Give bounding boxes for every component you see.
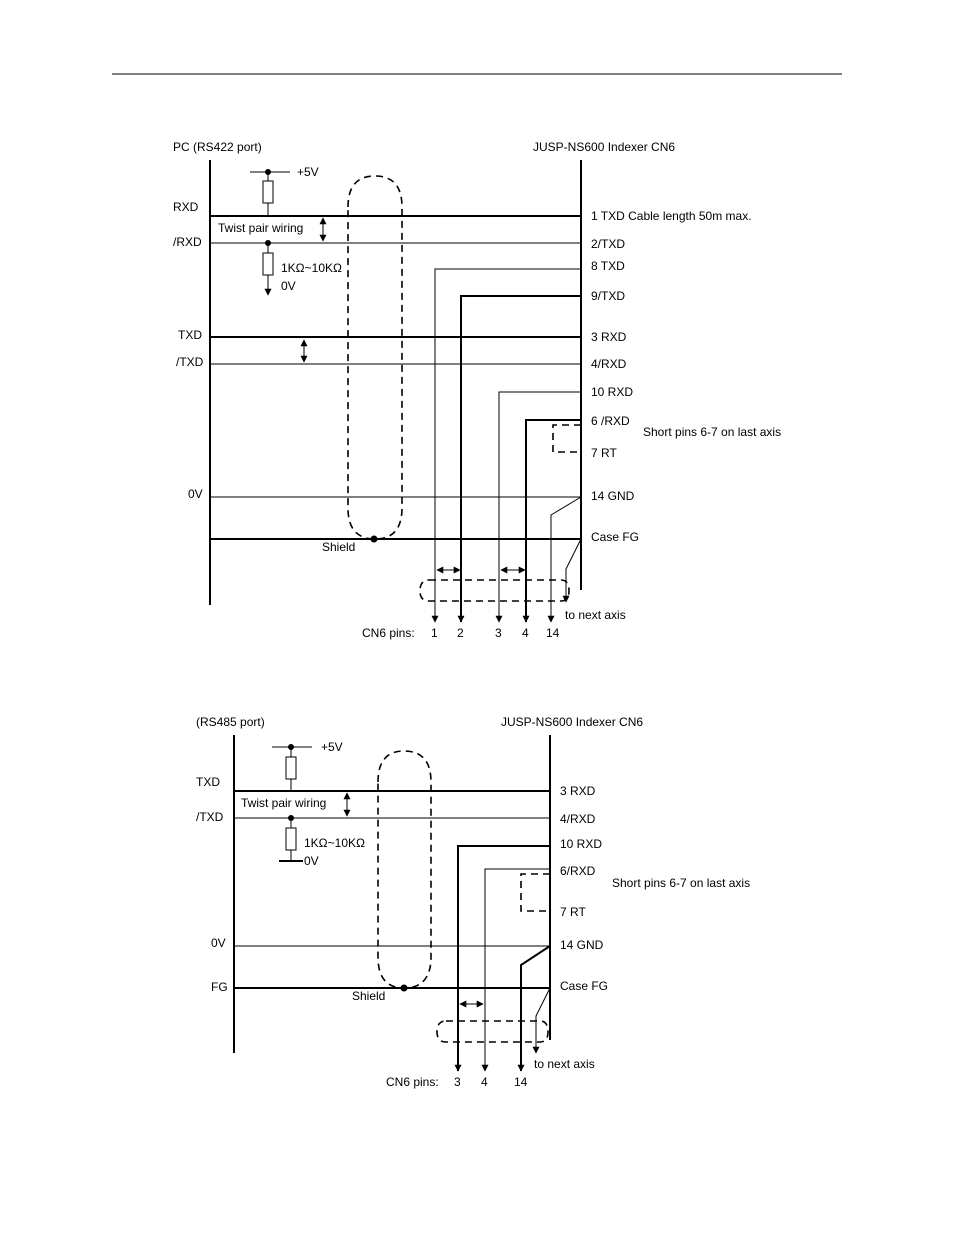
rs485-short-note: Short pins 6-7 on last axis: [612, 876, 750, 890]
rs485-fg-label: FG: [211, 980, 228, 994]
rs485-left-title: (RS485 port): [196, 715, 265, 729]
rs422-shield-ellipse: [347, 175, 403, 540]
rs422-pin-4: 4/RXD: [591, 357, 627, 371]
rs485-cn6-pin-3: 3: [454, 1075, 461, 1089]
rs485-pin-6: 6/RXD: [560, 864, 596, 878]
rs485-chain-wire-3: [454, 845, 550, 1072]
rs422-pin-8: 8 TXD: [591, 259, 625, 273]
rs422-pin-6: 6 /RXD: [591, 414, 630, 428]
rs485-pin-4: 4/RXD: [560, 812, 596, 826]
rs485-cn6-label: CN6 pins:: [386, 1075, 439, 1089]
rs485-zerov-ref-label: 0V: [304, 854, 319, 868]
rs485-diagram: (RS485 port) JUSP-NS600 Indexer CN6 +5V …: [196, 715, 750, 1089]
rs422-cn6-pin-3: 3: [495, 626, 502, 640]
rs422-shield-label: Shield: [322, 540, 355, 554]
rs485-chain-wire-4: [481, 868, 550, 1072]
rs422-pin-2: 2/TXD: [591, 237, 625, 251]
rs485-zerov-label: 0V: [211, 936, 226, 950]
rs422-left-title: PC (RS422 port): [173, 140, 262, 154]
rs422-cn6-pin-4: 4: [522, 626, 529, 640]
rs422-cn6-pin-14: 14: [546, 626, 560, 640]
rs422-pin-case: Case FG: [591, 530, 639, 544]
rs422-pin-7: 7 RT: [591, 446, 617, 460]
rs485-cn6-pin-4: 4: [481, 1075, 488, 1089]
rs485-pin-3: 3 RXD: [560, 784, 596, 798]
rs422-cn6-pin-1: 1: [431, 626, 438, 640]
rs422-cn6-label: CN6 pins:: [362, 626, 415, 640]
rs422-pin-1: 1 TXD Cable length 50m max.: [591, 209, 752, 223]
rs485-right-title: JUSP-NS600 Indexer CN6: [501, 715, 643, 729]
rs422-pullup-resistor: [262, 180, 274, 204]
rs485-pullup-resistor: [285, 756, 297, 780]
rs485-pin-10: 10 RXD: [560, 837, 602, 851]
rs422-rxd-label: RXD: [173, 200, 199, 214]
rs422-pin-10: 10 RXD: [591, 385, 633, 399]
rs422-nrxd-label: /RXD: [173, 235, 202, 249]
rs422-resistor-label: 1KΩ~10KΩ: [281, 261, 342, 275]
rs485-chain-wire-14: [517, 945, 551, 1072]
rs422-pulldown-resistor: [262, 252, 274, 276]
rs485-txd-label: TXD: [196, 775, 220, 789]
rs485-plus5v-label: +5V: [321, 740, 343, 754]
rs422-right-title: JUSP-NS600 Indexer CN6: [533, 140, 675, 154]
rs485-short-link: [520, 873, 550, 912]
rs485-pulldown-resistor: [285, 827, 297, 851]
rs422-pin-14: 14 GND: [591, 489, 635, 503]
rs485-shield-ellipse: [377, 750, 432, 989]
rs485-chain-wire-fg: [532, 987, 551, 1054]
rs422-chain-shield: [419, 579, 570, 602]
rs485-chain-shield: [436, 1020, 549, 1043]
rs422-ntxd-label: /TXD: [176, 355, 204, 369]
rs485-shield-node: [400, 984, 408, 992]
rs422-zerov-label: 0V: [188, 487, 203, 501]
rs422-chain-wire-4: [522, 419, 581, 623]
rs422-short-note: Short pins 6-7 on last axis: [643, 425, 781, 439]
rs422-cn6-pin-2: 2: [457, 626, 464, 640]
rs485-cn6-pin-14: 14: [514, 1075, 528, 1089]
rs422-diagram: PC (RS422 port) JUSP-NS600 Indexer CN6 +…: [173, 140, 781, 640]
rs422-short-link: [552, 424, 581, 453]
rs485-shield-label: Shield: [352, 989, 385, 1003]
rs422-shield-node: [370, 535, 378, 543]
rs485-ntxd-label: /TXD: [196, 810, 224, 824]
rs422-zerov-ref-label: 0V: [281, 279, 296, 293]
rs422-chain-wire-2: [457, 295, 581, 623]
rs422-pin-3: 3 RXD: [591, 330, 627, 344]
rs485-pin-14: 14 GND: [560, 938, 604, 952]
rs422-chain-wire-1: [431, 268, 581, 623]
rs485-pin-7: 7 RT: [560, 905, 586, 919]
rs422-next-axis: to next axis: [565, 608, 626, 622]
rs422-chain-wire-3: [495, 391, 581, 623]
rs422-chain-wire-14: [547, 496, 582, 623]
rs422-twist-label: Twist pair wiring: [218, 221, 303, 235]
rs485-twist-label: Twist pair wiring: [241, 796, 326, 810]
rs485-pin-case: Case FG: [560, 979, 608, 993]
rs485-next-axis: to next axis: [534, 1057, 595, 1071]
rs422-pin-9: 9/TXD: [591, 289, 625, 303]
rs422-txd-label: TXD: [178, 328, 202, 342]
rs422-plus5v-label: +5V: [297, 165, 319, 179]
rs422-chain-wire-fg: [562, 538, 582, 603]
rs485-resistor-label: 1KΩ~10KΩ: [304, 836, 365, 850]
